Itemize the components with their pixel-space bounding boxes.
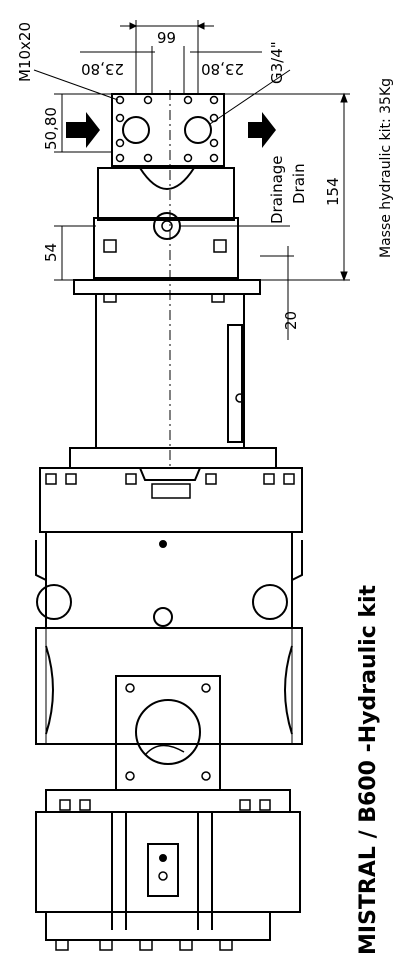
dim-total-height: 154 — [324, 177, 342, 206]
port-flange — [111, 93, 225, 167]
dim-spacing: 66 — [157, 28, 176, 46]
inlet-flange — [115, 675, 221, 791]
shaft-column — [95, 90, 245, 470]
dim-plate-gap: 20 — [282, 311, 300, 330]
dimension-lines — [33, 20, 350, 340]
pump-body — [35, 531, 303, 745]
label-drainage: Drainage — [268, 155, 286, 224]
dim-offset-right: 23,80 — [201, 60, 244, 78]
mass-note: Masse hydraulic kit: 35Kg — [378, 77, 394, 258]
flow-arrows — [66, 112, 276, 148]
dim-port-size: G3/4" — [268, 41, 286, 84]
dim-flange-height: 50,80 — [42, 107, 60, 150]
mounting-plate — [73, 279, 261, 303]
dim-drain-height: 54 — [42, 243, 60, 262]
motor-housing — [93, 167, 239, 279]
inlet-arrow — [66, 112, 100, 148]
base-housing — [35, 789, 301, 951]
page-title: MISTRAL / B600 -Hydraulic kit — [356, 584, 381, 955]
outlet-arrow — [248, 112, 276, 148]
dim-offset-left: 23,80 — [81, 60, 124, 78]
label-drain: Drain — [290, 163, 308, 204]
coupling-flange — [39, 447, 303, 533]
dim-thread: M10x20 — [16, 22, 34, 82]
